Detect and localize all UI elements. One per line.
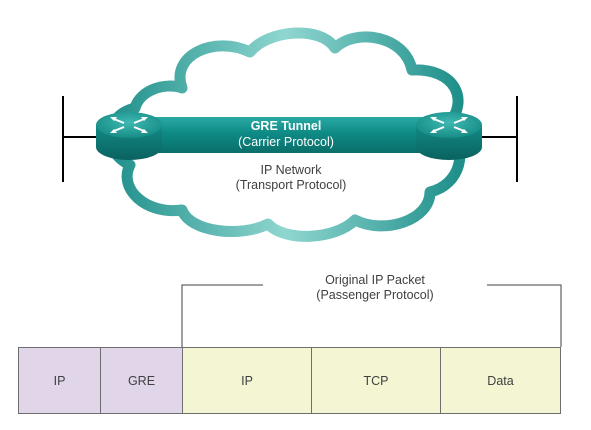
packet-cell-passenger-ip: IP xyxy=(182,347,312,414)
router-icon xyxy=(96,112,162,160)
packet-cell-gre: GRE xyxy=(100,347,183,414)
original-packet-bracket xyxy=(181,284,562,347)
passenger-protocol-label: (Passenger Protocol) xyxy=(316,288,434,302)
transport-protocol-label: (Transport Protocol) xyxy=(235,178,347,192)
original-ip-packet-label: Original IP Packet xyxy=(325,273,425,287)
gre-tunnel-label: GRE Tunnel xyxy=(250,119,322,133)
packet-cell-data: Data xyxy=(440,347,561,414)
ip-network-label: IP Network xyxy=(260,163,322,177)
packet-cell-delivery-ip: IP xyxy=(18,347,101,414)
packet-cell-tcp: TCP xyxy=(311,347,441,414)
carrier-protocol-label: (Carrier Protocol) xyxy=(238,135,334,149)
router-icon xyxy=(416,112,482,160)
